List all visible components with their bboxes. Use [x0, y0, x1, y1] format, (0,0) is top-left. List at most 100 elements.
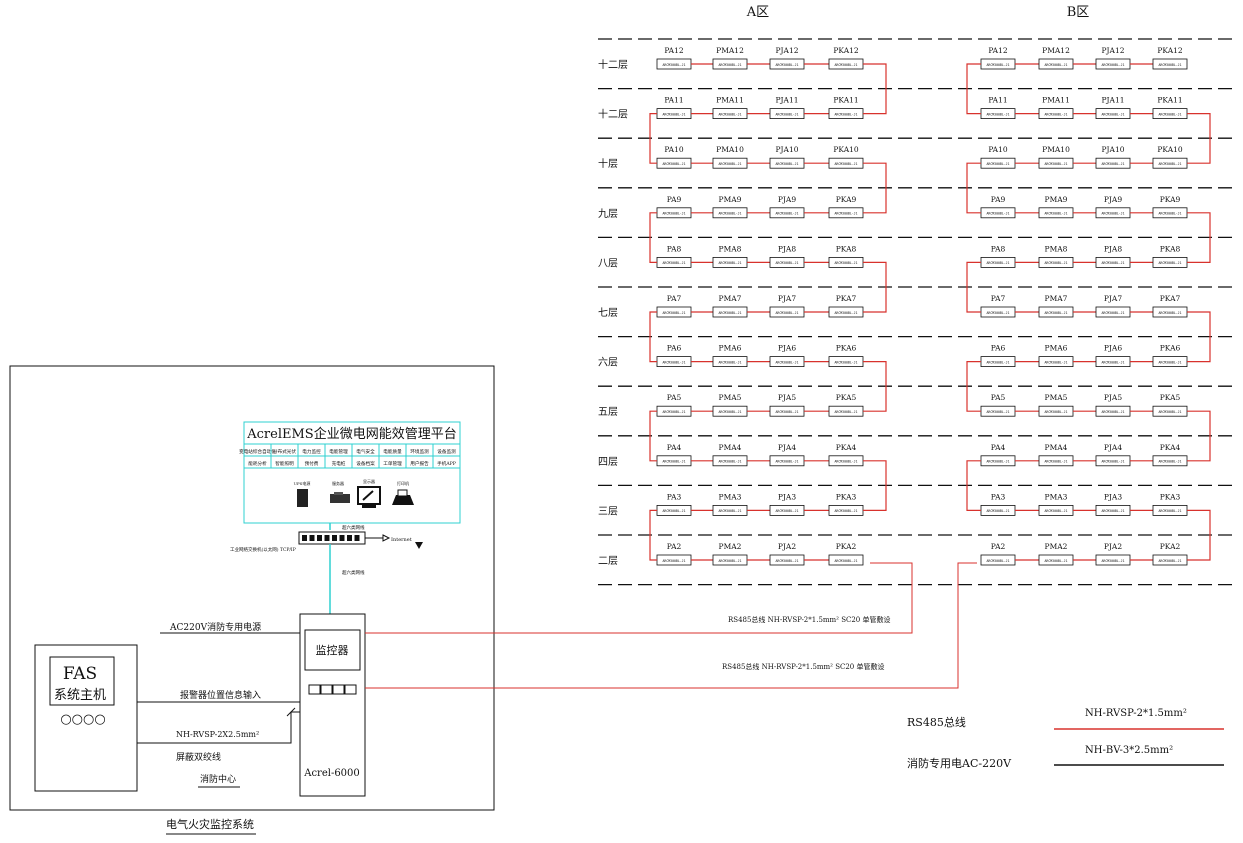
platform-function: 手机APP [437, 460, 456, 467]
meter-label: PMA10 [1042, 145, 1070, 154]
floor-label: 二层 [598, 555, 618, 567]
meter-label: PMA10 [716, 145, 744, 154]
meter-model: ARCM300BL-J1 [986, 162, 1009, 166]
meter-label: PA7 [991, 294, 1006, 303]
meter-label: PMA8 [1045, 244, 1068, 253]
meter-model: ARCM300BL-J1 [662, 311, 685, 315]
meter-model: ARCM300BL-J1 [775, 112, 798, 116]
fas-label: FAS [63, 664, 97, 684]
riser-link-b [1187, 311, 1211, 363]
meter-label: PA11 [664, 96, 683, 105]
floor-label: 四层 [598, 456, 618, 468]
platform-devices: UPS电源 服务器 显示器 打印机 [294, 479, 414, 508]
meter-label: PA12 [664, 46, 684, 55]
meter-model: ARCM300BL-J1 [1044, 509, 1067, 513]
meter-model: ARCM300BL-J1 [718, 162, 741, 166]
legend-fire-power-cable: NH-BV-3*2.5mm² [1085, 745, 1173, 756]
fas-host: FAS 系统主机 ○○○○ [34, 644, 138, 792]
meter-model: ARCM300BL-J1 [662, 509, 685, 513]
floor-label: 七层 [598, 307, 618, 319]
meter-label: PA11 [988, 96, 1007, 105]
platform-title: AcrelEMS企业微电网能效管理平台 [246, 426, 456, 442]
meter-model: ARCM300BL-J1 [1158, 112, 1181, 116]
switch-port [354, 535, 360, 541]
meter-model: ARCM300BL-J1 [718, 112, 741, 116]
meter-label: PKA10 [833, 145, 859, 154]
riser-link-b [1187, 509, 1211, 561]
meter-label: PMA9 [719, 195, 742, 204]
meter-model: ARCM300BL-J1 [834, 112, 857, 116]
meter-model: ARCM300BL-J1 [775, 509, 798, 513]
meter-label: PKA8 [836, 244, 857, 253]
monitor-button-2 [320, 684, 333, 695]
switch-port [317, 535, 322, 541]
meter-label: PKA8 [1160, 244, 1181, 253]
meter-label: PA9 [991, 195, 1006, 204]
meter-label: PMA7 [1045, 294, 1068, 303]
meter-label: PA8 [991, 244, 1006, 253]
meter-model: ARCM300BL-J1 [834, 509, 857, 513]
meter-label: PKA5 [836, 393, 857, 402]
system-title: 电气火灾监控系统 [166, 817, 254, 831]
ethernet-label-lower: 超六类网线 [342, 569, 365, 576]
meter-model: ARCM300BL-J1 [718, 261, 741, 265]
platform-function: 预付费 [305, 460, 319, 467]
riser-link-b [966, 361, 981, 412]
alarm-input-label: 报警器位置信息输入 [180, 689, 261, 701]
riser-link-a [649, 410, 657, 462]
platform-function: 电能质量 [383, 448, 402, 455]
meter-label: PJA11 [1101, 96, 1124, 105]
meter-model: ARCM300BL-J1 [1158, 509, 1181, 513]
meter-model: ARCM300BL-J1 [1158, 360, 1181, 364]
meter-label: PMA6 [1045, 344, 1068, 353]
fire-center-label: 消防中心 [200, 773, 236, 785]
riser-link-b [966, 162, 981, 214]
meter-model: ARCM300BL-J1 [718, 559, 741, 563]
meter-model: ARCM300BL-J1 [662, 63, 685, 67]
device-label-ups: UPS电源 [294, 480, 311, 486]
legend: RS485总线 NH-RVSP-2*1.5mm² 消防专用电AC-220V NH… [907, 708, 1224, 770]
meter-label: PKA10 [1157, 145, 1183, 154]
meter-model: ARCM300BL-J1 [775, 460, 798, 464]
meter-label: PMA8 [719, 244, 742, 253]
meter-label: PKA4 [836, 443, 857, 452]
meter-model: ARCM300BL-J1 [662, 261, 685, 265]
meter-label: PMA4 [719, 443, 742, 452]
meter-model: ARCM300BL-J1 [718, 311, 741, 315]
meter-label: PMA2 [719, 542, 742, 551]
platform-function: 电能管理 [329, 448, 348, 455]
meter-model: ARCM300BL-J1 [775, 261, 798, 265]
meter-model: ARCM300BL-J1 [834, 162, 857, 166]
riser-link-a [649, 311, 657, 363]
meter-label: PA10 [988, 145, 1008, 154]
platform-function: 分布式光伏 [273, 448, 296, 455]
platform-function: 智能照明 [275, 460, 294, 467]
rs485-bus-b-label: RS485总线 NH-RVSP-2*1.5mm² SC20 单管敷设 [722, 662, 885, 671]
meter-model: ARCM300BL-J1 [834, 360, 857, 364]
floor-label: 八层 [598, 257, 618, 269]
meter-model: ARCM300BL-J1 [834, 261, 857, 265]
meter-label: PKA7 [1160, 294, 1181, 303]
meter-model: ARCM300BL-J1 [1101, 410, 1124, 414]
ethernet-label-upper: 超六类网线 [342, 524, 365, 531]
platform-function: 工单管理 [383, 460, 402, 467]
riser-link-b [1187, 410, 1211, 462]
meter-model: ARCM300BL-J1 [1158, 212, 1181, 216]
meter-label: PA3 [991, 492, 1006, 501]
rs485-bus-b [365, 562, 977, 689]
meter-label: PKA11 [1157, 96, 1182, 105]
meter-model: ARCM300BL-J1 [986, 212, 1009, 216]
meter-label: PKA2 [836, 542, 857, 551]
switch-port [324, 535, 330, 541]
riser-link-b [1187, 212, 1211, 263]
meter-model: ARCM300BL-J1 [718, 63, 741, 67]
meter-label: PA3 [667, 492, 682, 501]
meter-label: PJA10 [1101, 145, 1124, 154]
management-platform: AcrelEMS企业微电网能效管理平台 变电站综合自动化分布式光伏电力监控电能管… [239, 421, 461, 524]
monitor-model: Acrel-6000 [303, 768, 360, 779]
floor-label: 五层 [598, 406, 618, 418]
cable-label: NH-RVSP-2X2.5mm² [176, 730, 259, 739]
meter-label: PJA6 [1104, 344, 1122, 353]
meter-model: ARCM300BL-J1 [718, 360, 741, 364]
platform-function: 设备监测 [437, 448, 456, 455]
